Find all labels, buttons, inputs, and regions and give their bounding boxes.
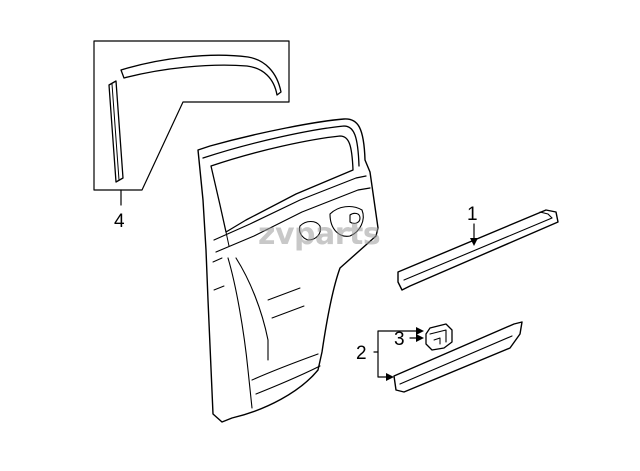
watermark-logo: zvparts: [258, 217, 380, 252]
molding-2-body: [393, 321, 523, 393]
window-frame-outer: [202, 125, 360, 167]
belt-line-join: [225, 231, 230, 247]
inset-frame: [93, 40, 290, 191]
callout-3-arrowhead: [416, 327, 424, 335]
part-2-lower-molding: [393, 321, 523, 393]
inner-rail-lower: [251, 353, 319, 381]
callout-1: 1: [467, 204, 478, 225]
callout-3: 3: [394, 329, 405, 350]
clip-tab: [433, 337, 441, 345]
window-opening: [210, 135, 354, 233]
inner-rail-front: [227, 257, 253, 409]
molding-1-body: [397, 209, 559, 291]
clip-face: [429, 329, 447, 343]
callout-2-bracket: [377, 351, 391, 378]
callout-2-arrowhead: [386, 373, 394, 381]
callout-3-bracket: [373, 330, 421, 353]
molding-1-end-cap: [539, 211, 553, 219]
part-1-molding: [397, 209, 559, 291]
inner-panel-cutout-1: [329, 205, 364, 237]
inner-panel-cutout-2: [349, 212, 361, 224]
belt-line-upper: [213, 175, 367, 241]
molding-1-edge: [403, 217, 553, 281]
belt-line-lower: [215, 187, 371, 253]
callout-4: 4: [114, 211, 125, 232]
molding-2-edge: [399, 335, 513, 385]
callout-1-arrowhead: [470, 238, 478, 246]
inner-rail-diagonal: [235, 257, 269, 361]
pillar-trim-edge: [111, 83, 120, 181]
callout-3-arrowhead-2: [416, 334, 424, 342]
callout-2: 2: [356, 343, 367, 364]
part-3-clip: [425, 323, 453, 351]
door-outer-panel: [197, 118, 379, 423]
inner-rail-bottom: [255, 365, 321, 395]
clip-body: [425, 323, 453, 351]
hinge-marks: [212, 257, 225, 291]
rear-door: [197, 118, 379, 423]
inner-panel-cutout-3: [298, 220, 321, 241]
inset-detail-box: [93, 40, 290, 191]
pillar-trim: [108, 80, 124, 183]
inner-rail-brace: [267, 287, 305, 319]
upper-frame-molding: [120, 54, 282, 96]
